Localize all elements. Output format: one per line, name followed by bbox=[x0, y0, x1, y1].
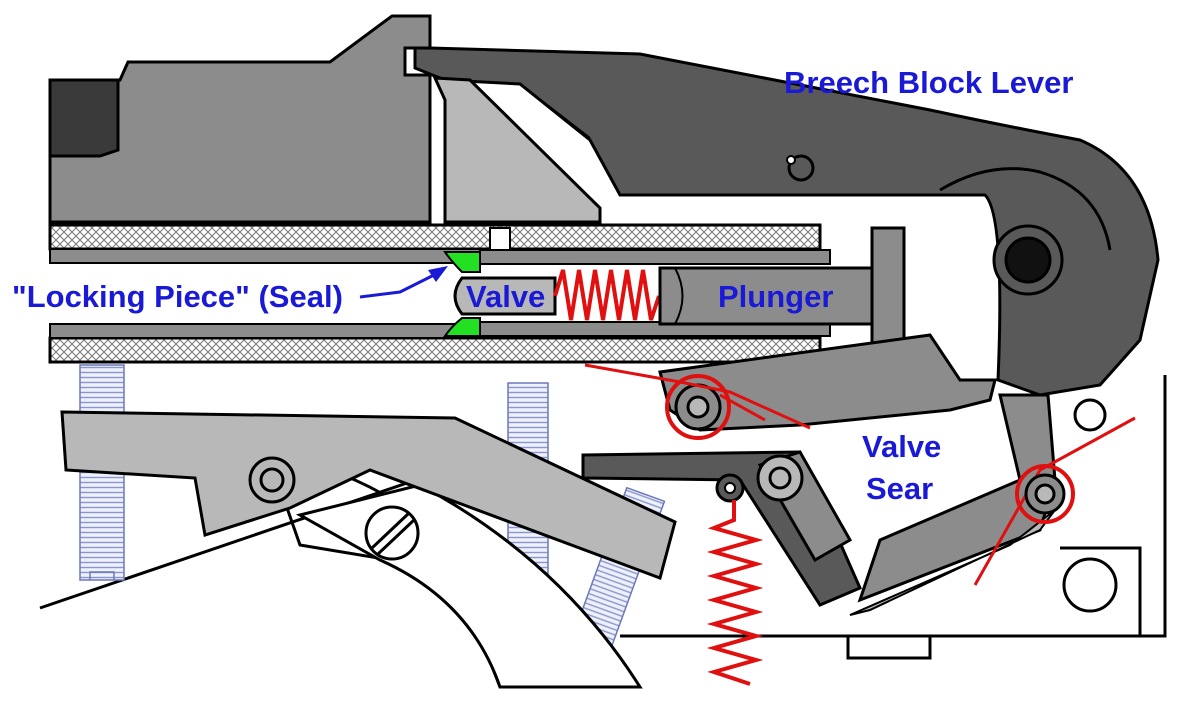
valve-sear-spring-arm bbox=[719, 393, 766, 422]
label-breech-block-lever: Breech Block Lever bbox=[784, 65, 1073, 100]
label-valve: Valve bbox=[466, 279, 545, 314]
label-locking-piece: "Locking Piece" (Seal) bbox=[12, 279, 343, 314]
locking-piece-arrowhead bbox=[428, 266, 448, 282]
breech-lever-edge bbox=[939, 167, 1112, 251]
sideplate-slotted-screw bbox=[364, 505, 420, 561]
valve-sear-pivot bbox=[665, 374, 731, 440]
breech-block-lever bbox=[413, 46, 1160, 397]
locking-piece-seal-bottom bbox=[443, 317, 481, 337]
valve-sear-spring bbox=[584, 363, 811, 430]
receiver bbox=[48, 14, 432, 224]
breech-lever-pivot bbox=[992, 224, 1064, 296]
valve-spring bbox=[553, 269, 661, 321]
locking-piece-seal-top bbox=[443, 251, 481, 273]
plunger bbox=[658, 226, 906, 360]
valve bbox=[453, 276, 557, 316]
frame-pin-large bbox=[1062, 557, 1118, 613]
link-arm-spring bbox=[973, 416, 1136, 586]
trigger-sideplate bbox=[295, 483, 643, 689]
label-valve-sear-line2: Sear bbox=[866, 471, 933, 506]
trigger-lever bbox=[60, 410, 677, 580]
locking-piece-pointer bbox=[359, 270, 441, 299]
frame-pin-small bbox=[1073, 398, 1107, 432]
label-plunger: Plunger bbox=[718, 279, 833, 314]
breech-wedge bbox=[432, 76, 602, 224]
sear-pin-small-hole bbox=[724, 482, 736, 494]
link-arm-pivot bbox=[1015, 464, 1075, 524]
breech-wedge-slot bbox=[519, 83, 591, 139]
frame-stop-block bbox=[846, 634, 932, 660]
valve-chamber-body bbox=[48, 223, 822, 364]
trigger-pivot bbox=[248, 456, 296, 504]
label-valve-sear-line1: Valve bbox=[862, 429, 941, 464]
sear-bar-pivot bbox=[756, 454, 804, 502]
breech-lever-small-hole bbox=[786, 155, 796, 165]
sear-return-spring bbox=[706, 500, 764, 686]
